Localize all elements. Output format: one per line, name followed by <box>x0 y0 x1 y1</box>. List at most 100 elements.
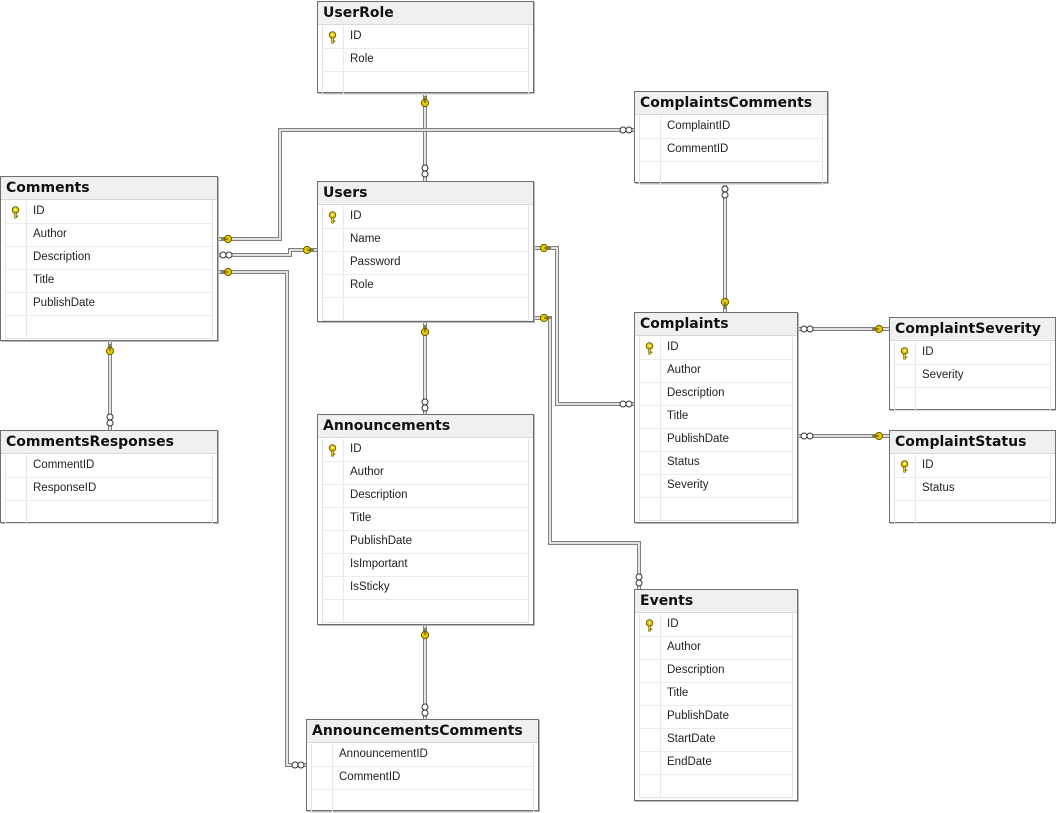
table-userrole[interactable]: UserRole ID Role <box>317 1 534 95</box>
one-end-key-icon <box>105 344 115 356</box>
one-end-key-icon <box>420 96 430 108</box>
column-row[interactable]: ID <box>323 206 528 229</box>
column-list: AnnouncementID CommentID <box>311 744 534 813</box>
column-row[interactable]: Role <box>323 49 528 72</box>
column-row[interactable]: ID <box>640 337 792 360</box>
table-users[interactable]: Users ID Name Password Role <box>317 181 534 322</box>
column-row[interactable]: PublishDate <box>640 429 792 452</box>
column-row[interactable]: Status <box>640 452 792 475</box>
column-list: ID Author Description Title PublishDate … <box>639 337 793 521</box>
primary-key-icon <box>323 26 344 48</box>
table-complaintseverity[interactable]: ComplaintSeverity ID Severity <box>889 317 1056 411</box>
many-end-infinity-icon <box>619 126 633 134</box>
column-row[interactable]: PublishDate <box>323 531 528 554</box>
primary-key-icon <box>6 201 27 223</box>
column-row[interactable]: Author <box>6 224 212 247</box>
column-row[interactable]: Author <box>323 462 528 485</box>
column-row-empty <box>895 388 1050 410</box>
one-end-key-icon <box>302 245 314 255</box>
column-row[interactable]: Status <box>895 478 1050 501</box>
column-row-empty <box>640 498 792 520</box>
column-row[interactable]: ID <box>640 614 792 637</box>
column-row-empty <box>323 72 528 94</box>
table-announcements[interactable]: Announcements ID Author Description Titl… <box>317 414 534 625</box>
relationship-comments-announcementscomments[interactable] <box>218 270 306 767</box>
many-end-infinity-icon <box>421 398 429 412</box>
relationship-users-comments[interactable] <box>218 248 317 257</box>
column-row[interactable]: CommentID <box>312 767 533 790</box>
column-row[interactable]: Description <box>640 383 792 406</box>
column-list: ID Severity <box>894 342 1051 411</box>
many-end-infinity-icon <box>219 251 233 259</box>
table-comments[interactable]: Comments ID Author Description Title Pub… <box>0 176 218 341</box>
many-end-infinity-icon <box>421 164 429 178</box>
column-row[interactable]: ID <box>323 26 528 49</box>
column-row[interactable]: ComplaintID <box>640 116 822 139</box>
column-row[interactable]: Description <box>323 485 528 508</box>
column-row[interactable]: ResponseID <box>6 478 212 501</box>
table-commentsresponses[interactable]: CommentsResponses CommentID ResponseID <box>0 430 218 524</box>
one-end-key-icon <box>539 313 551 323</box>
column-row[interactable]: Author <box>640 360 792 383</box>
column-row[interactable]: ID <box>6 201 212 224</box>
column-row[interactable]: Title <box>640 406 792 429</box>
table-title: Announcements <box>318 415 533 438</box>
column-row[interactable]: EndDate <box>640 752 792 775</box>
many-end-infinity-icon <box>721 185 729 199</box>
column-row[interactable]: ID <box>895 455 1050 478</box>
one-end-key-icon <box>221 234 233 244</box>
column-row[interactable]: Password <box>323 252 528 275</box>
column-list: ComplaintID CommentID <box>639 116 823 185</box>
table-title: AnnouncementsComments <box>307 720 538 743</box>
one-end-key-icon <box>221 267 233 277</box>
column-row[interactable]: Title <box>6 270 212 293</box>
table-title: ComplaintsComments <box>635 92 827 115</box>
column-row[interactable]: Author <box>640 637 792 660</box>
column-row-empty <box>312 790 533 812</box>
table-title: CommentsResponses <box>1 431 217 454</box>
column-row[interactable]: IsSticky <box>323 577 528 600</box>
table-announcementscomments[interactable]: AnnouncementsComments AnnouncementID Com… <box>306 719 539 813</box>
column-row-empty <box>640 162 822 184</box>
column-row[interactable]: Severity <box>895 365 1050 388</box>
relationship-users-events[interactable] <box>534 316 641 589</box>
column-row[interactable]: Role <box>323 275 528 298</box>
table-complaintstatus[interactable]: ComplaintStatus ID Status <box>889 430 1056 524</box>
column-row[interactable]: CommentID <box>6 455 212 478</box>
column-row[interactable]: IsImportant <box>323 554 528 577</box>
many-end-infinity-icon <box>421 703 429 717</box>
many-end-infinity-icon <box>800 432 814 440</box>
table-complaintscomments[interactable]: ComplaintsComments ComplaintID CommentID <box>634 91 828 185</box>
column-row[interactable]: ID <box>895 342 1050 365</box>
table-complaints[interactable]: Complaints ID Author Description Title P… <box>634 312 798 523</box>
column-row-empty <box>640 775 792 797</box>
primary-key-icon <box>323 206 344 228</box>
column-row[interactable]: StartDate <box>640 729 792 752</box>
column-row[interactable]: CommentID <box>640 139 822 162</box>
column-row-empty <box>323 298 528 320</box>
table-events[interactable]: Events ID Author Description Title Publi… <box>634 589 798 801</box>
column-row[interactable]: PublishDate <box>640 706 792 729</box>
relationship-users-complaints[interactable] <box>534 246 634 406</box>
column-row[interactable]: Name <box>323 229 528 252</box>
column-row[interactable]: PublishDate <box>6 293 212 316</box>
column-row[interactable]: Description <box>640 660 792 683</box>
column-list: ID Role <box>322 26 529 95</box>
table-title: Users <box>318 182 533 205</box>
one-end-key-icon <box>872 431 884 441</box>
primary-key-icon <box>895 342 916 364</box>
column-row[interactable]: Severity <box>640 475 792 498</box>
primary-key-icon <box>640 337 661 359</box>
table-title: Complaints <box>635 313 797 336</box>
column-row[interactable]: Title <box>323 508 528 531</box>
column-row[interactable]: Title <box>640 683 792 706</box>
column-row[interactable]: ID <box>323 439 528 462</box>
column-row[interactable]: AnnouncementID <box>312 744 533 767</box>
primary-key-icon <box>323 439 344 461</box>
column-list: ID Status <box>894 455 1051 524</box>
many-end-infinity-icon <box>635 573 643 587</box>
one-end-key-icon <box>420 628 430 640</box>
column-row[interactable]: Description <box>6 247 212 270</box>
column-list: ID Author Description Title PublishDate … <box>322 439 529 623</box>
many-end-infinity-icon <box>619 400 633 408</box>
